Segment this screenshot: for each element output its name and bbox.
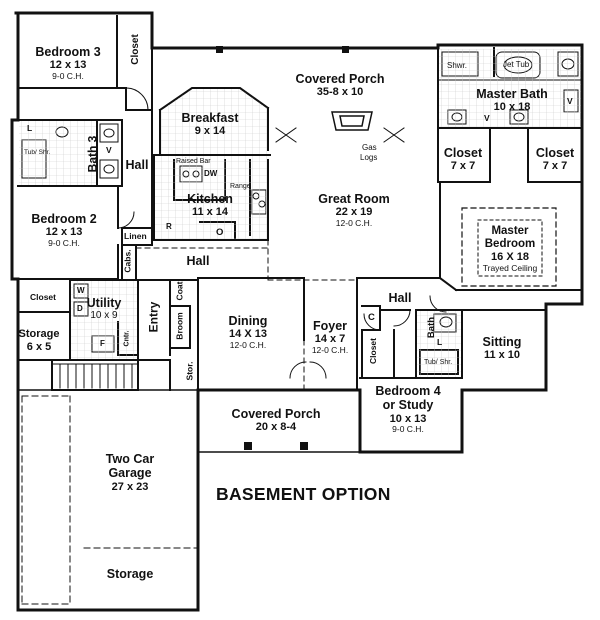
interior-walls xyxy=(17,15,583,391)
dw-label: DW xyxy=(204,169,218,178)
bath-small-label: Bath xyxy=(426,316,438,339)
door-swings xyxy=(117,87,447,379)
porch-posts xyxy=(216,46,349,450)
fireplace xyxy=(331,111,373,131)
garage-storage-label: Storage xyxy=(106,567,154,581)
bath3-label: Bath 3 xyxy=(85,135,100,173)
tub-shr-right-label: Tub/ Shr. xyxy=(424,359,453,366)
master-bedroom-label: Master Bedroom 16 X 18 Trayed Ceiling xyxy=(482,225,538,274)
logs-label: Logs xyxy=(360,153,378,162)
tub-shr-left-label: Tub/ Shr. xyxy=(24,149,51,156)
utility-label: Utility 10 x 9 xyxy=(86,296,122,322)
linen-label: Linen xyxy=(124,231,147,241)
broom-label: Broom xyxy=(174,312,185,340)
closet-util-label: Closet xyxy=(30,292,56,302)
range-label: Range xyxy=(230,183,251,190)
stor-label: Stor. xyxy=(184,361,195,381)
gas-label: Gas xyxy=(362,143,377,152)
hall-upper-label: Hall xyxy=(125,158,149,172)
basement-option-title: BASEMENT OPTION xyxy=(216,484,391,504)
closet-b3-label: Closet xyxy=(129,34,141,65)
dining-label: Dining 14 X 13 12-0 C.H. xyxy=(228,314,268,351)
v1-label: V xyxy=(106,145,112,155)
breakfast-label: Breakfast 9 x 14 xyxy=(181,111,239,138)
covered-porch-rear-label: Covered Porch 35-8 x 10 xyxy=(295,72,385,99)
hall-mid-label: Hall xyxy=(186,254,210,268)
great-room-label: Great Room 22 x 19 12-0 C.H. xyxy=(318,192,390,229)
hall-right-label: Hall xyxy=(388,291,412,305)
f-label: F xyxy=(100,339,105,348)
coat-label: Coat xyxy=(174,281,185,301)
foyer-label: Foyer 14 x 7 12-0 C.H. xyxy=(311,319,349,356)
c-label: C xyxy=(368,312,375,323)
garage-walls xyxy=(17,389,199,605)
breakfast-tile-grid xyxy=(19,49,581,377)
cabs-label: Cabs. xyxy=(122,249,133,273)
stair-treads xyxy=(51,363,139,389)
bedroom2-label: Bedroom 2 12 x 13 9-0 C.H. xyxy=(31,212,97,249)
covered-porch-front-label: Covered Porch 20 x 8-4 xyxy=(231,407,321,434)
garage-label: Two Car Garage 27 x 23 xyxy=(105,452,155,493)
o-label: O xyxy=(216,227,224,238)
raised-bar-label: Raised Bar xyxy=(176,158,211,165)
d-label: D xyxy=(77,304,83,313)
cntr-label: Cntr. xyxy=(123,330,131,347)
entry-label: Entry xyxy=(146,301,161,333)
w-label: W xyxy=(77,286,85,295)
kitchen-label: Kitchen 11 x 14 xyxy=(187,192,233,219)
l2-label: L xyxy=(437,337,443,347)
jet-tub-label: Jet Tub xyxy=(503,60,530,69)
l1-label: L xyxy=(27,123,33,133)
shwr-label: Shwr. xyxy=(447,61,468,70)
v3-label: V xyxy=(567,96,573,106)
v2-label: V xyxy=(484,113,490,123)
master-bath-label: Master Bath 10 x 18 xyxy=(476,87,548,114)
bedroom3-label: Bedroom 3 12 x 13 9-0 C.H. xyxy=(35,45,101,82)
closet-master-left-label: Closet 7 x 7 xyxy=(443,146,483,173)
closet-master-right-label: Closet 7 x 7 xyxy=(535,146,575,173)
r-label: R xyxy=(166,222,172,231)
storage-small-label: Storage 6 x 5 xyxy=(18,328,60,353)
closet-hall-label: Closet xyxy=(367,338,378,364)
bedroom4-label: Bedroom 4 or Study 10 x 13 9-0 C.H. xyxy=(375,384,441,435)
sitting-label: Sitting 11 x 10 xyxy=(482,335,522,362)
